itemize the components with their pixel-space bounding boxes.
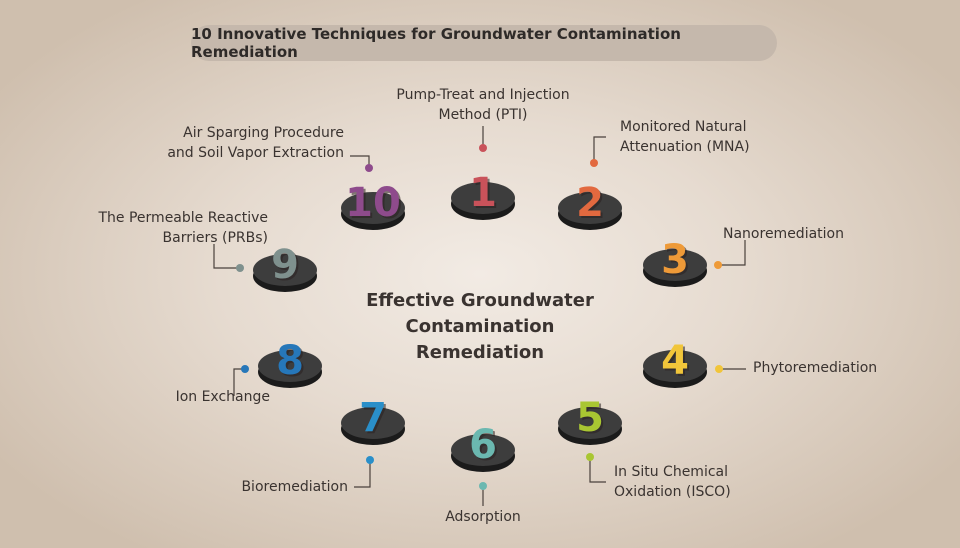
dot-3	[714, 261, 722, 269]
label-7-line-1: Bioremediation	[241, 479, 348, 495]
disc-top-9	[253, 254, 317, 286]
label-5-line-2: Oxidation (ISCO)	[614, 484, 731, 500]
technique-number-4: 4	[661, 338, 689, 384]
dot-1	[479, 144, 487, 152]
technique-number-6: 6	[469, 422, 497, 468]
disc-top-7	[341, 407, 405, 439]
technique-number-7: 7	[359, 395, 387, 441]
number-shadow-2: 2	[578, 182, 606, 228]
dot-9	[236, 264, 244, 272]
connector-7	[354, 460, 371, 488]
technique-disc-7: 77	[341, 395, 405, 445]
label-2: Monitored Natural Attenuation (MNA)	[620, 117, 750, 157]
technique-number-1: 1	[469, 170, 497, 216]
number-shadow-5: 5	[578, 397, 606, 443]
label-4-line-1: Phytoremediation	[753, 360, 878, 376]
connector-3	[718, 240, 746, 266]
disc-top-6	[451, 434, 515, 466]
number-shadow-10: 10	[347, 182, 403, 228]
connector-2	[593, 136, 606, 163]
label-2-line-1: Monitored Natural	[620, 119, 747, 135]
technique-disc-1: 11	[451, 170, 515, 220]
technique-disc-8: 88	[258, 338, 322, 388]
label-9-line-1: The Permeable Reactive	[98, 210, 269, 226]
label-5-line-1: In Situ Chemical	[614, 464, 728, 480]
number-shadow-9: 9	[273, 244, 301, 290]
label-7: Bioremediation	[196, 477, 348, 497]
technique-number-2: 2	[576, 180, 604, 226]
disc-top-10	[341, 192, 405, 224]
number-shadow-8: 8	[278, 340, 306, 386]
dot-4	[715, 365, 723, 373]
disc-top-8	[258, 350, 322, 382]
label-8: Ion Exchange	[148, 387, 270, 407]
dot-5	[586, 453, 594, 461]
connector-9	[213, 244, 240, 269]
number-shadow-7: 7	[361, 397, 389, 443]
number-shadow-3: 3	[663, 239, 691, 285]
center-title: Effective Groundwater Contamination Reme…	[330, 288, 630, 366]
center-line-2: Contamination	[405, 316, 555, 337]
dot-2	[590, 159, 598, 167]
label-10: Air Sparging Procedure and Soil Vapor Ex…	[120, 123, 344, 163]
disc-top-1	[451, 182, 515, 214]
label-5: In Situ Chemical Oxidation (ISCO)	[614, 462, 731, 502]
label-4: Phytoremediation	[753, 358, 877, 378]
dot-6	[479, 482, 487, 490]
dot-8	[241, 365, 249, 373]
label-2-line-2: Attenuation (MNA)	[620, 139, 750, 155]
disc-top-5	[558, 407, 622, 439]
dot-7	[366, 456, 374, 464]
disc-top-4	[643, 350, 707, 382]
technique-number-9: 9	[271, 242, 299, 288]
disc-top-2	[558, 192, 622, 224]
technique-number-10: 10	[345, 180, 401, 226]
technique-disc-6: 66	[451, 422, 515, 472]
label-8-line-1: Ion Exchange	[175, 389, 270, 405]
technique-disc-9: 99	[253, 242, 317, 292]
technique-disc-5: 55	[558, 395, 622, 445]
label-1-line-1: Pump-Treat and Injection	[396, 87, 570, 103]
center-line-3: Remediation	[415, 342, 545, 363]
dot-10	[365, 164, 373, 172]
center-line-1: Effective Groundwater	[366, 290, 594, 311]
label-3-line-1: Nanoremediation	[723, 226, 844, 242]
technique-number-8: 8	[276, 338, 304, 384]
label-6-line-1: Adsorption	[445, 509, 521, 525]
number-shadow-6: 6	[471, 424, 499, 470]
label-9: The Permeable Reactive Barriers (PRBs)	[66, 208, 269, 248]
technique-disc-4: 44	[643, 338, 707, 388]
diagram-title: 10 Innovative Techniques for Groundwater…	[191, 25, 777, 61]
label-1-line-2: Method (PTI)	[438, 107, 528, 123]
technique-disc-3: 33	[643, 237, 707, 287]
label-3: Nanoremediation	[723, 224, 844, 244]
label-9-line-2: Barriers (PRBs)	[162, 230, 268, 246]
disc-top-3	[643, 249, 707, 281]
technique-number-3: 3	[661, 237, 689, 283]
number-shadow-1: 1	[471, 172, 499, 218]
technique-disc-2: 22	[558, 180, 622, 230]
number-shadow-4: 4	[663, 340, 691, 386]
connector-5	[589, 457, 606, 483]
label-1: Pump-Treat and Injection Method (PTI)	[383, 85, 583, 125]
label-10-line-2: and Soil Vapor Extraction	[167, 145, 344, 161]
technique-number-5: 5	[576, 395, 604, 441]
label-6: Adsorption	[413, 507, 553, 527]
label-10-line-1: Air Sparging Procedure	[183, 125, 344, 141]
